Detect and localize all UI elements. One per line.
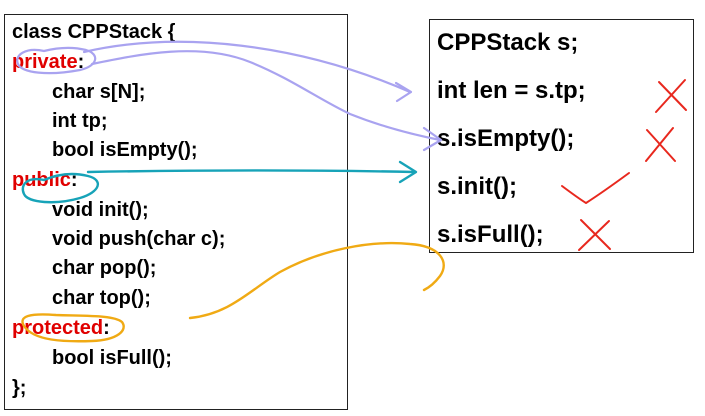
private-keyword: private — [12, 51, 78, 73]
member-init: void init(); — [52, 199, 149, 221]
protected-colon: : — [103, 317, 110, 339]
protected-annotation — [21, 241, 445, 343]
private-arrowhead-len — [394, 81, 413, 103]
member-top: char top(); — [52, 287, 151, 309]
cross-mark-isempty — [645, 127, 676, 162]
private-arrowhead-isempty — [422, 126, 443, 152]
private-colon: : — [77, 51, 85, 73]
public-arrowhead-init — [398, 160, 418, 184]
protected-keyword: protected — [12, 317, 104, 339]
member-int-tp: int tp; — [52, 110, 108, 132]
result-marks — [561, 79, 687, 251]
usage-call-init: s.init(); — [437, 173, 517, 200]
public-arrow-init — [86, 169, 416, 174]
cross-mark-isfull — [578, 219, 611, 251]
public-colon: : — [70, 169, 78, 191]
cross-mark-len — [655, 79, 687, 113]
usage-call-is-full: s.isFull(); — [437, 221, 544, 248]
usage-access-tp: int len = s.tp; — [437, 77, 586, 104]
public-circle — [21, 172, 99, 204]
private-line: private: — [12, 52, 84, 72]
member-is-full: bool isFull(); — [52, 347, 172, 369]
usage-box — [429, 19, 694, 253]
member-push: void push(char c); — [52, 228, 226, 250]
member-pop: char pop(); — [52, 257, 157, 279]
check-mark-init — [561, 172, 630, 204]
member-is-empty: bool isEmpty(); — [52, 139, 198, 161]
usage-declare: CPPStack s; — [437, 29, 579, 56]
protected-circle — [21, 313, 125, 343]
class-definition-box — [4, 14, 348, 410]
public-annotation — [21, 160, 418, 204]
member-char-s: char s[N]; — [52, 81, 146, 103]
private-arrow-len — [82, 40, 412, 94]
protected-arrow-isfull — [188, 241, 445, 320]
usage-call-is-empty: s.isEmpty(); — [437, 125, 575, 152]
class-header: class CPPStack { — [12, 21, 176, 43]
private-circle — [16, 46, 97, 75]
private-annotation — [16, 40, 443, 152]
class-footer: }; — [12, 377, 27, 399]
private-arrow-isempty — [90, 50, 442, 142]
protected-line: protected: — [12, 318, 110, 338]
